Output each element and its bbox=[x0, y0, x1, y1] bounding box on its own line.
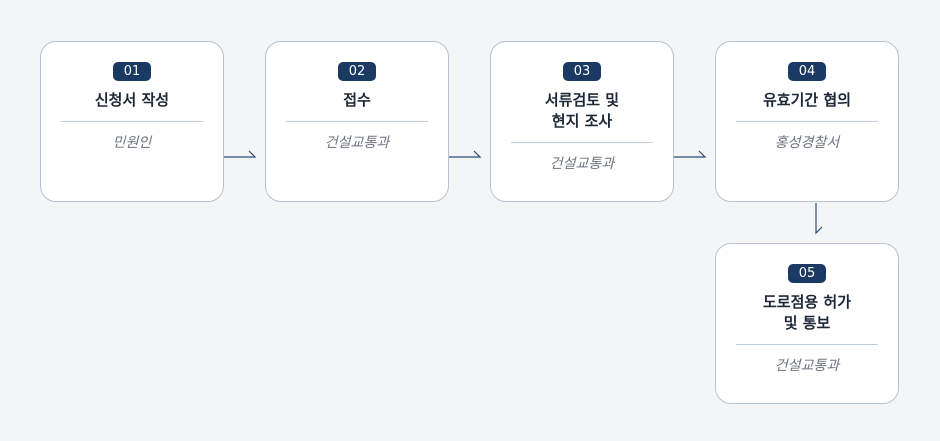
step-number-badge: 05 bbox=[788, 264, 826, 283]
step-divider bbox=[511, 142, 653, 143]
connector-2-3 bbox=[449, 150, 482, 158]
connector-4-5 bbox=[815, 203, 823, 235]
step-title: 유효기간 협의 bbox=[762, 91, 852, 109]
step-number-badge: 04 bbox=[788, 62, 826, 81]
step-number-badge: 02 bbox=[338, 62, 376, 81]
step-divider bbox=[736, 121, 878, 122]
step-department: 홍성경찰서 bbox=[774, 135, 840, 151]
step-department: 민원인 bbox=[112, 135, 152, 151]
step-department: 건설교통과 bbox=[324, 135, 390, 151]
step-divider bbox=[286, 121, 428, 122]
step-card-4: 04 유효기간 협의 홍성경찰서 bbox=[715, 41, 899, 202]
step-department: 건설교통과 bbox=[549, 156, 615, 172]
step-title: 서류검토 및 현지 조사 bbox=[544, 91, 620, 130]
step-title: 도로점용 허가 및 통보 bbox=[762, 293, 852, 332]
step-title: 접수 bbox=[343, 91, 371, 109]
step-divider bbox=[736, 344, 878, 345]
connector-3-4 bbox=[674, 150, 707, 158]
step-number-badge: 03 bbox=[563, 62, 601, 81]
step-department: 건설교통과 bbox=[774, 358, 840, 374]
step-card-5: 05 도로점용 허가 및 통보 건설교통과 bbox=[715, 243, 899, 404]
connector-1-2 bbox=[224, 150, 257, 158]
step-card-1: 01 신청서 작성 민원인 bbox=[40, 41, 224, 202]
step-title: 신청서 작성 bbox=[94, 91, 170, 109]
step-card-3: 03 서류검토 및 현지 조사 건설교통과 bbox=[490, 41, 674, 202]
step-divider bbox=[61, 121, 203, 122]
step-number-badge: 01 bbox=[113, 62, 151, 81]
step-card-2: 02 접수 건설교통과 bbox=[265, 41, 449, 202]
